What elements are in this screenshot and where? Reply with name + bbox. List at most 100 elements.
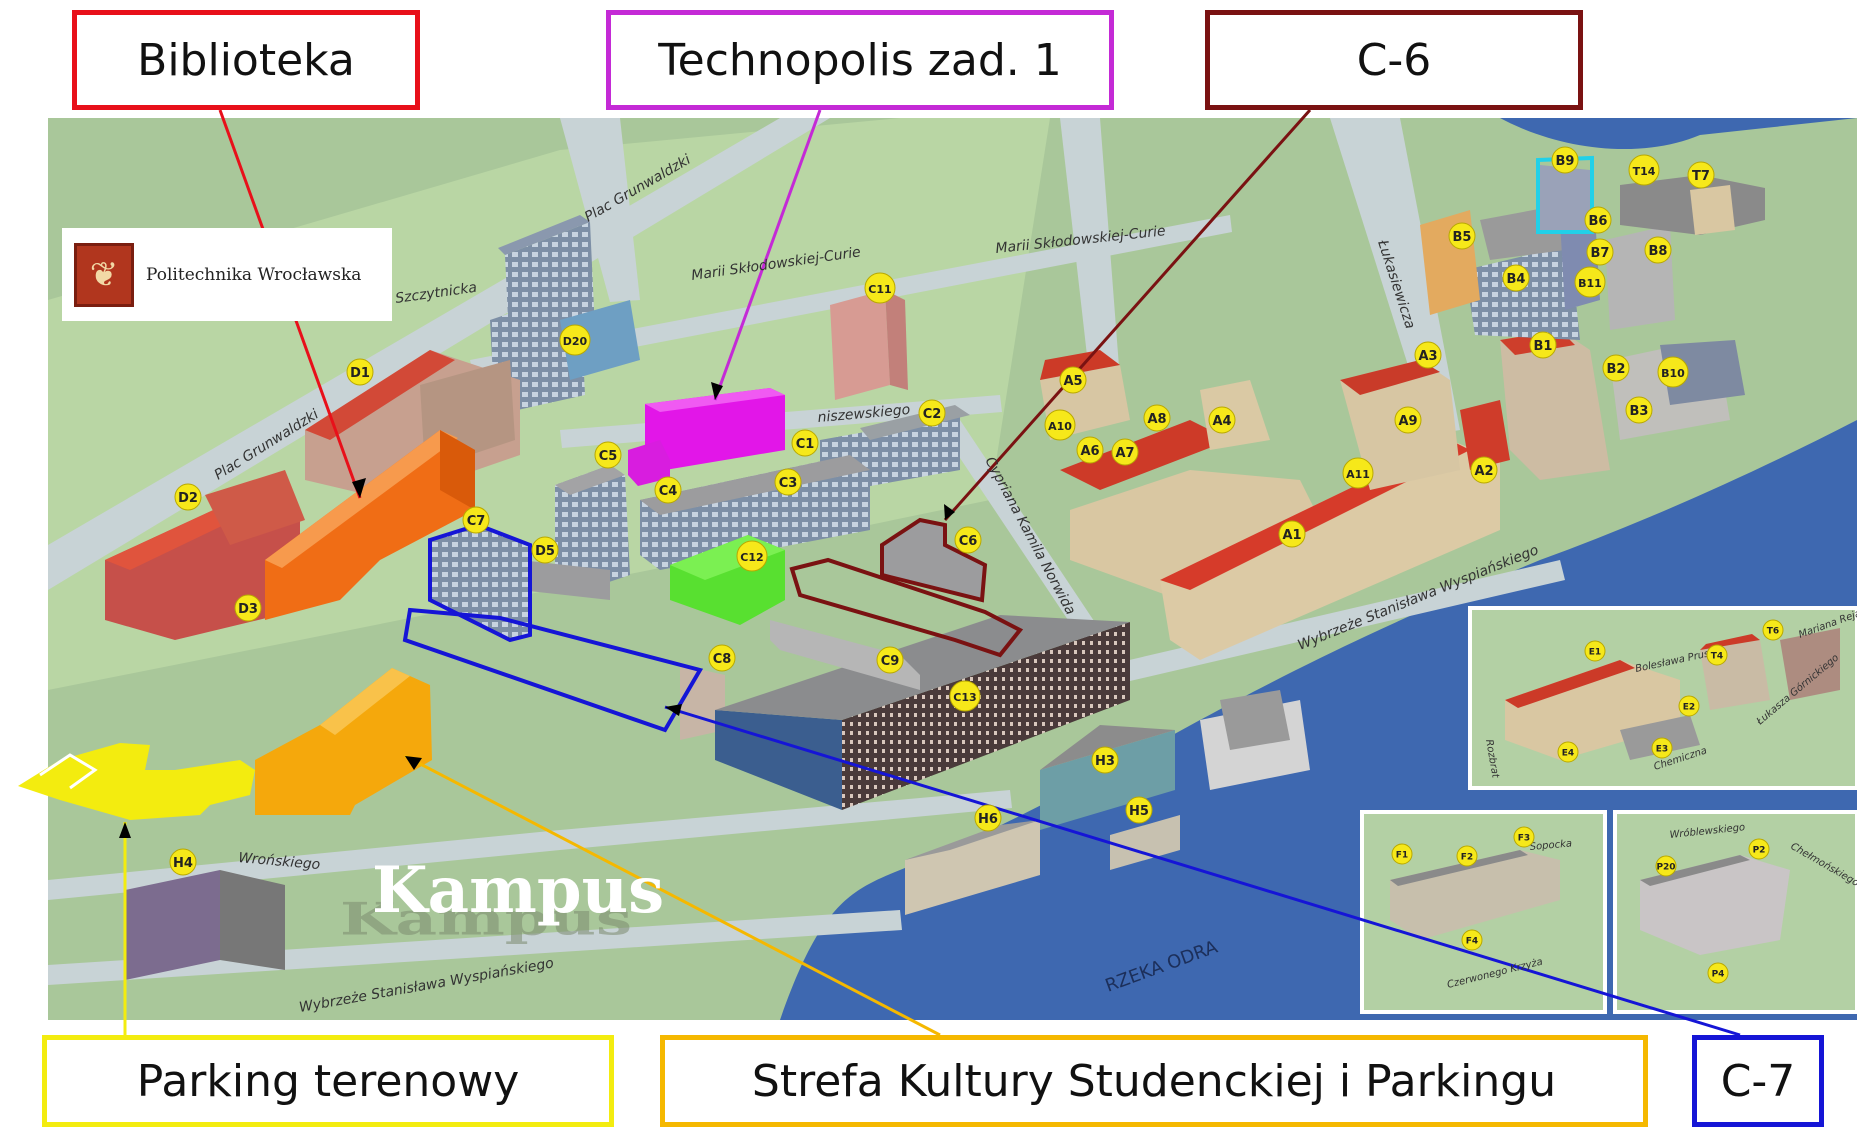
callout-c7: C-7: [1692, 1035, 1824, 1127]
callout-connectors: [123, 109, 1741, 1037]
building-label-d3: D3: [238, 602, 258, 617]
building-label-a6: A6: [1080, 444, 1099, 459]
technopolis-connector: [713, 109, 822, 401]
building-label-a7: A7: [1115, 446, 1134, 461]
building-label-badge-c9: [876, 646, 904, 674]
building-label-badge-b11: [1574, 266, 1606, 298]
building-label-b10: B10: [1661, 367, 1685, 380]
parking-terenowy-area: [18, 743, 255, 820]
building-label-b9: B9: [1556, 154, 1575, 169]
building-label-badge-b9: [1551, 146, 1579, 174]
building-label-b3: B3: [1630, 404, 1649, 419]
building-label-e2: E2: [1683, 703, 1695, 713]
building-label-e3: E3: [1656, 745, 1668, 755]
building-label-d20: D20: [563, 335, 588, 348]
building-label-badge-p2: [1748, 838, 1770, 860]
strefa-connector: [404, 754, 941, 1037]
building-label-d2: D2: [178, 491, 198, 506]
building-label-badge-a4: [1208, 406, 1236, 434]
building-label-b11: B11: [1578, 277, 1602, 290]
building-label-d5: D5: [535, 544, 555, 559]
building-label-badge-b4: [1502, 264, 1530, 292]
biblioteka-building: [265, 430, 475, 620]
building-label-badge-b3: [1625, 396, 1653, 424]
building-label-badge-a7: [1111, 438, 1139, 466]
building-label-badge-a5: [1059, 366, 1087, 394]
building-label-badge-c8: [708, 644, 736, 672]
building-label-t4: T4: [1711, 652, 1723, 662]
building-label-a2: A2: [1474, 464, 1493, 479]
building-label-badge-f4: [1461, 929, 1483, 951]
building-label-badge-a11: [1342, 457, 1374, 489]
building-label-h6: H6: [978, 812, 998, 827]
building-label-a10: A10: [1048, 420, 1072, 433]
building-label-c3: C3: [779, 476, 798, 491]
building-label-badge-c7: [462, 506, 490, 534]
street-wronskiego: Wrońskiego: [238, 850, 321, 873]
callout-parking-terenowy: Parking terenowy: [42, 1035, 614, 1127]
building-label-b2: B2: [1607, 362, 1626, 377]
building-label-badge-a6: [1076, 436, 1104, 464]
building-label-badge-t7: [1687, 161, 1715, 189]
building-label-b8: B8: [1649, 244, 1668, 259]
building-label-c6: C6: [959, 534, 978, 549]
building-label-badge-b2: [1602, 354, 1630, 382]
university-logo: ❦ Politechnika Wrocławska: [62, 228, 392, 321]
building-label-badge-a8: [1143, 404, 1171, 432]
river-upper: [1500, 118, 1857, 150]
building-label-badge-a9: [1394, 406, 1422, 434]
building-label-t14: T14: [1633, 165, 1656, 178]
building-label-badge-c1: [791, 429, 819, 457]
building-label-f3: F3: [1518, 834, 1530, 844]
building-label-f2: F2: [1461, 853, 1473, 863]
building-label-badge-c12: [736, 540, 768, 572]
building-label-badge-c3: [774, 468, 802, 496]
building-label-a11: A11: [1346, 468, 1370, 481]
inset-street-sopocka: Sopocka: [1529, 838, 1572, 853]
building-label-b4: B4: [1507, 272, 1526, 287]
building-label-p20: P20: [1656, 863, 1675, 873]
building-label-badge-b6: [1584, 206, 1612, 234]
building-label-t6: T6: [1767, 627, 1779, 637]
building-label-badge-c4: [654, 476, 682, 504]
building-label-badge-f3: [1513, 826, 1535, 848]
building-label-badge-h4: [169, 848, 197, 876]
building-label-badge-d2: [174, 483, 202, 511]
callout-parking-terenowy-label: Parking terenowy: [136, 1055, 520, 1107]
building-label-badge-e3: [1651, 737, 1673, 759]
building-label-t7: T7: [1692, 169, 1710, 184]
building-label-badge-d1: [346, 358, 374, 386]
building-label-d1: D1: [350, 366, 370, 381]
building-label-c1: C1: [796, 437, 815, 452]
building-label-badge-b7: [1586, 238, 1614, 266]
building-label-badge-b10: [1657, 356, 1689, 388]
building-label-b7: B7: [1591, 246, 1610, 261]
c6-outline: [789, 557, 1024, 658]
building-label-badge-t14: [1628, 154, 1660, 186]
university-name: Politechnika Wrocławska: [146, 264, 362, 285]
building-label-badge-h3: [1091, 746, 1119, 774]
building-label-badge-b5: [1448, 222, 1476, 250]
strefa-building: [255, 668, 432, 815]
building-label-p4: P4: [1712, 970, 1725, 980]
inset-buildings: [1390, 628, 1840, 955]
building-label-a3: A3: [1418, 349, 1437, 364]
connector-arrowheads: [119, 382, 955, 838]
building-label-a8: A8: [1147, 412, 1166, 427]
building-label-badge-t4: [1706, 644, 1728, 666]
building-label-e4: E4: [1562, 749, 1574, 759]
building-label-c8: C8: [713, 652, 732, 667]
building-label-badge-d3: [234, 594, 262, 622]
building-label-p2: P2: [1753, 846, 1766, 856]
building-label-a1: A1: [1282, 528, 1301, 543]
building-label-c7: C7: [467, 514, 486, 529]
building-label-badge-c6: [954, 526, 982, 554]
callout-biblioteka-label: Biblioteka: [137, 34, 355, 86]
building-label-b6: B6: [1589, 214, 1608, 229]
callout-technopolis: Technopolis zad. 1: [606, 10, 1114, 110]
building-label-badge-e2: [1678, 695, 1700, 717]
building-label-c13: C13: [953, 691, 976, 704]
callout-biblioteka: Biblioteka: [72, 10, 420, 110]
callout-strefa: Strefa Kultury Studenckiej i Parkingu: [660, 1035, 1648, 1127]
